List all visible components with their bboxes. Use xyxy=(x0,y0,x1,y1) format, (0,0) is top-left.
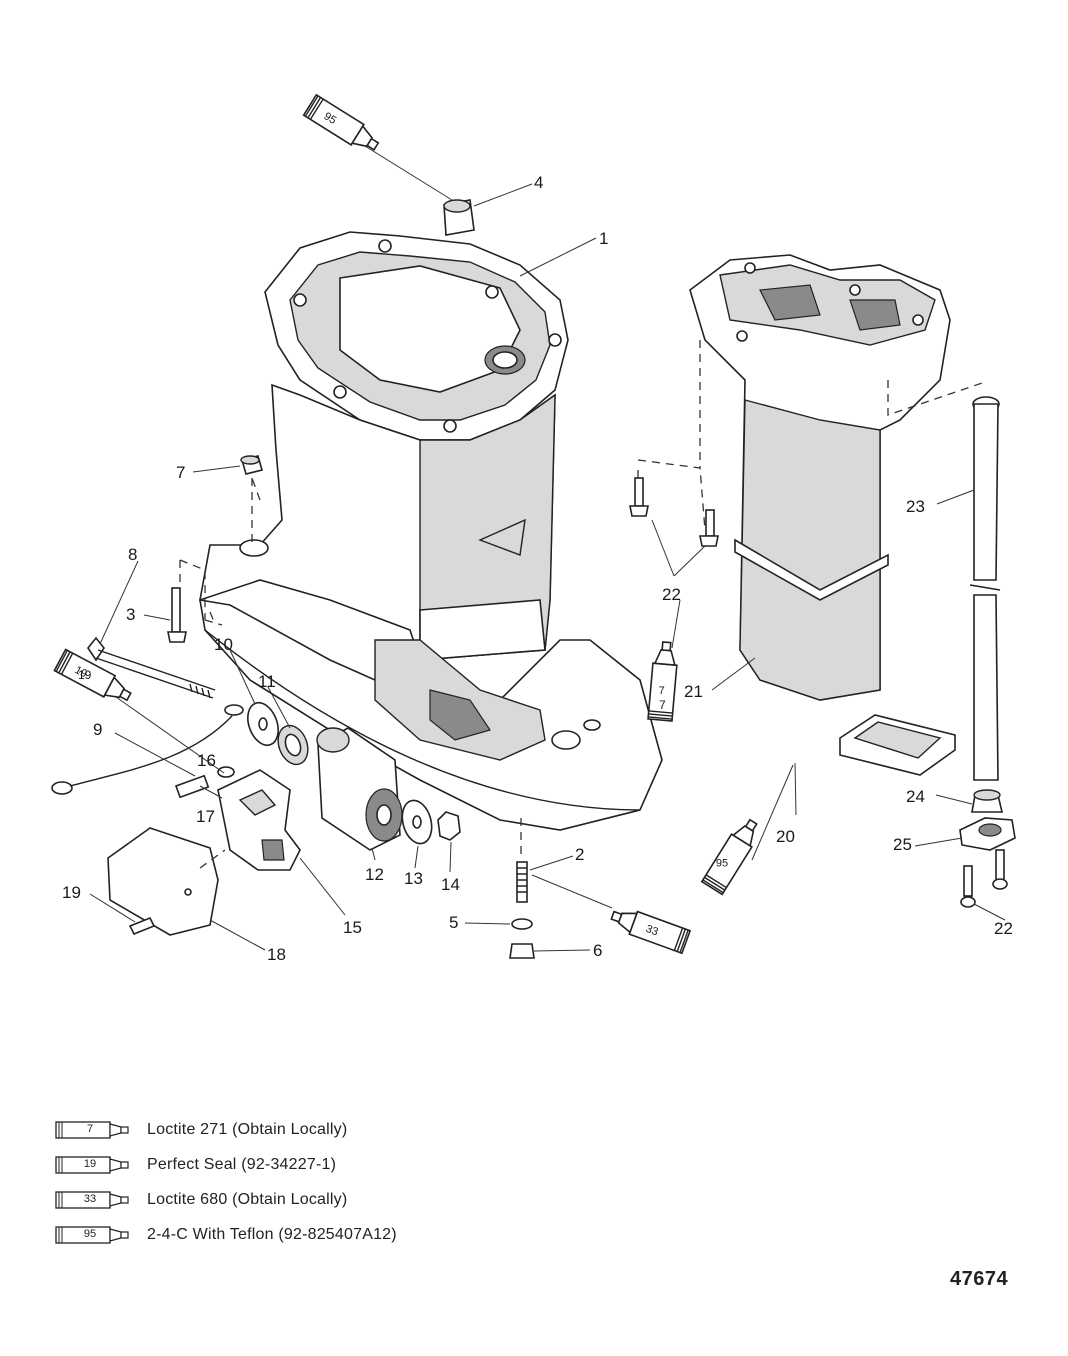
figure-number: 47674 xyxy=(950,1268,1009,1290)
label-22-lower: 22 xyxy=(994,919,1013,938)
sealant-tube-33: 33 xyxy=(610,910,692,955)
sealant-legend: 7 Loctite 271 (Obtain Locally) 19 Perfec… xyxy=(55,1112,575,1252)
legend-tube-number: 95 xyxy=(83,1227,97,1240)
label-24: 24 xyxy=(906,787,925,806)
sealant-tube-19: 19 xyxy=(53,648,132,702)
label-3: 3 xyxy=(126,605,135,624)
label-20: 20 xyxy=(776,827,795,846)
label-7-plug: 7 xyxy=(176,463,185,482)
legend-row: 7 Loctite 271 (Obtain Locally) xyxy=(55,1112,575,1147)
washers-10-11 xyxy=(247,701,309,766)
legend-tube-number: 33 xyxy=(83,1192,97,1205)
legend-text: Loctite 271 (Obtain Locally) xyxy=(147,1120,348,1138)
label-22-upper: 22 xyxy=(662,585,681,604)
legend-text: Loctite 680 (Obtain Locally) xyxy=(147,1190,348,1208)
tube-icon: 19 xyxy=(55,1155,131,1174)
screw-3 xyxy=(167,587,187,643)
tube-label-95b: 95 xyxy=(716,858,728,870)
leader-lines xyxy=(89,127,1006,952)
seal-20 xyxy=(839,714,956,776)
legend-text: 2-4-C With Teflon (92-825407A12) xyxy=(147,1225,397,1243)
tube-icon: 95 xyxy=(55,1225,131,1244)
label-1: 1 xyxy=(599,229,608,248)
label-7-tube: 7 xyxy=(659,698,666,712)
legend-text: Perfect Seal (92-34227-1) xyxy=(147,1155,337,1173)
sealant-tube-95-top: 95 xyxy=(302,93,380,151)
legend-tube-number: 19 xyxy=(83,1157,97,1170)
label-9: 9 xyxy=(93,720,102,739)
legend-row: 33 Loctite 680 (Obtain Locally) xyxy=(55,1182,575,1217)
label-21: 21 xyxy=(684,682,703,701)
tube-label-7: 7 xyxy=(659,685,665,697)
label-13: 13 xyxy=(404,869,423,888)
label-8: 8 xyxy=(128,545,137,564)
label-19-tube: 19 xyxy=(78,668,92,682)
tube-label-95: 95 xyxy=(322,110,339,127)
mount-12 xyxy=(316,727,403,851)
tube-label-19: 19 xyxy=(73,664,89,680)
label-4: 4 xyxy=(534,173,543,192)
label-23: 23 xyxy=(906,497,925,516)
assembly-lines xyxy=(179,340,986,869)
label-16: 16 xyxy=(197,751,216,770)
cover-18 xyxy=(107,827,219,936)
label-25: 25 xyxy=(893,835,912,854)
stud-washer-nut xyxy=(509,818,535,959)
screws-22 xyxy=(629,477,719,547)
ground-strap-9 xyxy=(51,704,244,795)
washer-nut xyxy=(401,799,461,845)
label-5: 5 xyxy=(449,913,458,932)
bracket-15 xyxy=(174,766,301,871)
tube-icon: 33 xyxy=(55,1190,131,1209)
tube-icon: 7 xyxy=(55,1120,131,1139)
exhaust-tube xyxy=(689,254,951,701)
label-12: 12 xyxy=(365,865,384,884)
seal-and-guide xyxy=(959,789,1016,908)
label-17: 17 xyxy=(196,807,215,826)
sealant-tube-95-bottom: 95 xyxy=(700,818,758,896)
label-11: 11 xyxy=(258,672,276,691)
sealant-tube-7: 7 xyxy=(647,641,678,722)
label-14: 14 xyxy=(441,875,460,894)
driveshaft-housing xyxy=(198,231,663,831)
label-18: 18 xyxy=(267,945,286,964)
legend-row: 19 Perfect Seal (92-34227-1) xyxy=(55,1147,575,1182)
label-6: 6 xyxy=(593,941,602,960)
legend-row: 95 2-4-C With Teflon (92-825407A12) xyxy=(55,1217,575,1252)
label-2: 2 xyxy=(575,845,584,864)
label-15: 15 xyxy=(343,918,362,937)
label-10: 10 xyxy=(214,635,233,654)
legend-tube-number: 7 xyxy=(86,1122,94,1135)
part-labels: 1 2 3 4 5 6 7 7 8 9 10 11 12 13 14 15 16… xyxy=(62,173,1013,964)
screw-19 xyxy=(128,916,156,936)
small-hardware xyxy=(240,199,475,475)
water-tube xyxy=(969,396,1001,781)
label-19: 19 xyxy=(62,883,81,902)
tube-label-33: 33 xyxy=(644,923,660,938)
